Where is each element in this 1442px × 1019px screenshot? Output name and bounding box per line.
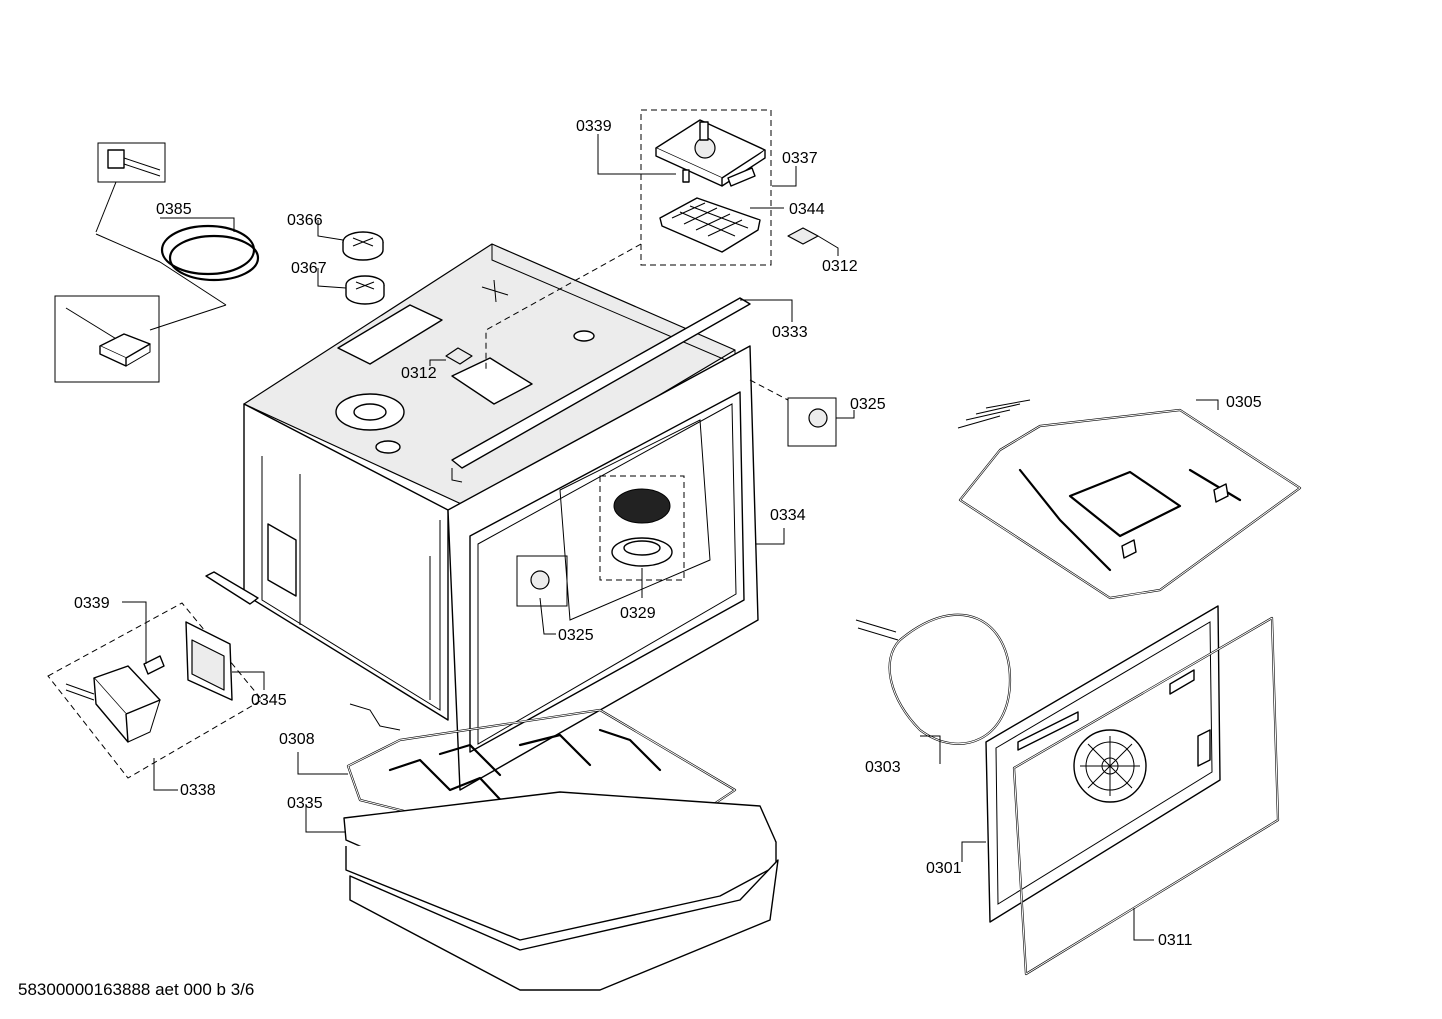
label-0339-top: 0339 — [576, 118, 612, 135]
document-id: 58300000163888 aet 000 b 3/6 — [18, 980, 255, 999]
thermostat-assembly-group — [640, 109, 772, 266]
bottom-heater-group — [343, 703, 779, 991]
label-0312-mid: 0312 — [401, 365, 437, 382]
oven-cavity — [205, 243, 837, 791]
cable-0385-group — [54, 142, 260, 383]
label-0311: 0311 — [1158, 932, 1193, 949]
ring-heater-group — [855, 613, 1012, 745]
label-0335: 0335 — [287, 795, 323, 812]
label-0345: 0345 — [251, 692, 287, 709]
label-0339-left: 0339 — [74, 595, 110, 612]
rear-panel-group — [985, 605, 1280, 976]
label-0367: 0367 — [291, 260, 327, 277]
label-0303: 0303 — [865, 759, 901, 776]
label-0366: 0366 — [287, 212, 323, 229]
top-heater-group — [957, 399, 1302, 600]
label-0312-right: 0312 — [822, 258, 858, 275]
label-0325-right: 0325 — [850, 396, 886, 413]
label-0301: 0301 — [926, 860, 962, 877]
filter-mesh — [613, 488, 671, 524]
label-0344: 0344 — [789, 201, 825, 218]
label-0385: 0385 — [156, 201, 192, 218]
pad-0312-right — [787, 227, 819, 245]
label-0334: 0334 — [770, 507, 806, 524]
label-0329: 0329 — [620, 605, 656, 622]
label-0333: 0333 — [772, 324, 808, 341]
knobs-group — [342, 231, 385, 305]
label-0337: 0337 — [782, 150, 818, 167]
label-0338: 0338 — [180, 782, 216, 799]
label-0305: 0305 — [1226, 394, 1262, 411]
control-box-0338-group — [47, 602, 263, 779]
callout-labels: 0339 0337 0344 0312 0385 0366 0367 0333 … — [74, 118, 1262, 949]
label-0325-mid: 0325 — [558, 627, 594, 644]
label-0308: 0308 — [279, 731, 315, 748]
leader-lines — [122, 134, 1219, 941]
